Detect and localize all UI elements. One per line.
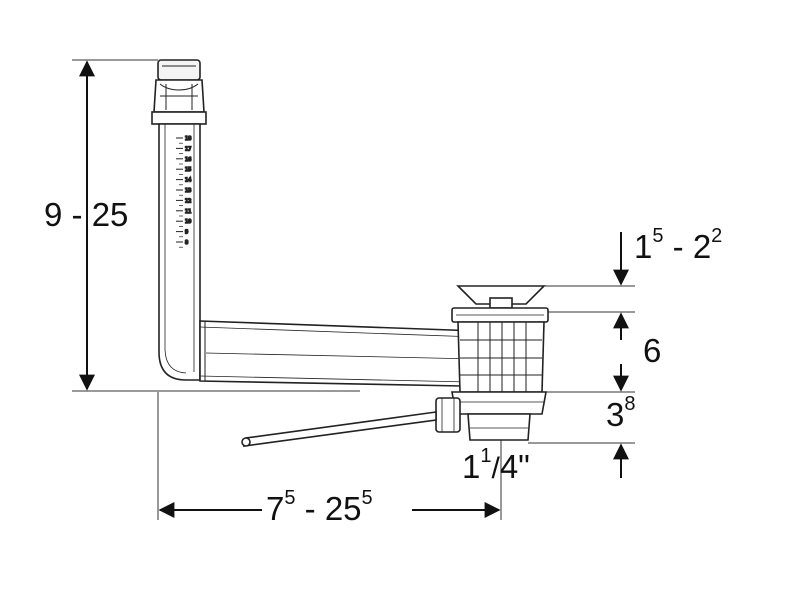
plug-range-sep: - [663,228,693,265]
height-scale: 18 17 16 15 14 13 12 11 10 9 8 [176,135,192,248]
top-cap [157,59,201,81]
scale-tick-label: 10 [185,219,191,225]
dimension-lines [72,59,635,520]
outlet-height-label: 38 [606,394,635,433]
width-range-label: 75 - 255 [266,488,373,527]
outlet-stub [467,413,531,441]
popup-rod [241,411,437,447]
plug-range-label: 15 - 22 [634,226,722,265]
thread-slash: / [491,452,500,485]
width-from-sup: 5 [284,487,296,509]
scale-tick-label: 18 [185,136,191,142]
scale-tick-label: 13 [185,188,191,194]
scale-tick-label: 8 [185,240,188,246]
pipe-collar [151,111,207,125]
height-range-from: 9 [44,196,63,233]
drain-plug [456,285,546,305]
pipe-body [158,123,201,381]
plug-to-sup: 2 [711,225,723,247]
plug-from-base: 1 [634,228,653,265]
body-height-value: 6 [643,332,662,369]
scale-tick-label: 9 [185,230,188,236]
width-from-base: 7 [266,490,285,527]
thread-whole: 1 [462,448,481,485]
scale-tick-label: 12 [185,198,191,204]
vertical-pipe: 18 17 16 15 14 13 12 11 10 9 8 [151,59,207,381]
scale-tick-label: 11 [185,209,191,215]
height-range-to: 25 [91,196,129,233]
height-range-sep: - [62,196,92,233]
overflow-connector [435,397,461,433]
plug-to-base: 2 [692,228,712,265]
thread-size-label: 11/4" [462,446,530,485]
scale-tick-label: 16 [185,157,191,163]
width-to-base: 25 [324,490,362,527]
scale-tick-label: 15 [185,167,191,173]
scale-tick-label: 17 [185,146,191,152]
horizontal-arm [199,320,479,387]
drain-body [435,285,549,441]
thread-numerator: 1 [480,445,492,467]
plug-from-sup: 5 [652,225,664,247]
body-height-label: 6 [643,334,661,367]
outlet-height-base: 3 [606,396,625,433]
outlet-nut [451,391,547,415]
scale-tick-label: 14 [185,178,191,184]
height-range-label: 9 - 25 [44,198,128,231]
thread-denominator: 4" [499,448,530,485]
outlet-height-sup: 8 [624,393,636,415]
drain-basket [457,321,545,393]
width-to-sup: 5 [361,487,373,509]
width-range-sep: - [295,490,325,527]
